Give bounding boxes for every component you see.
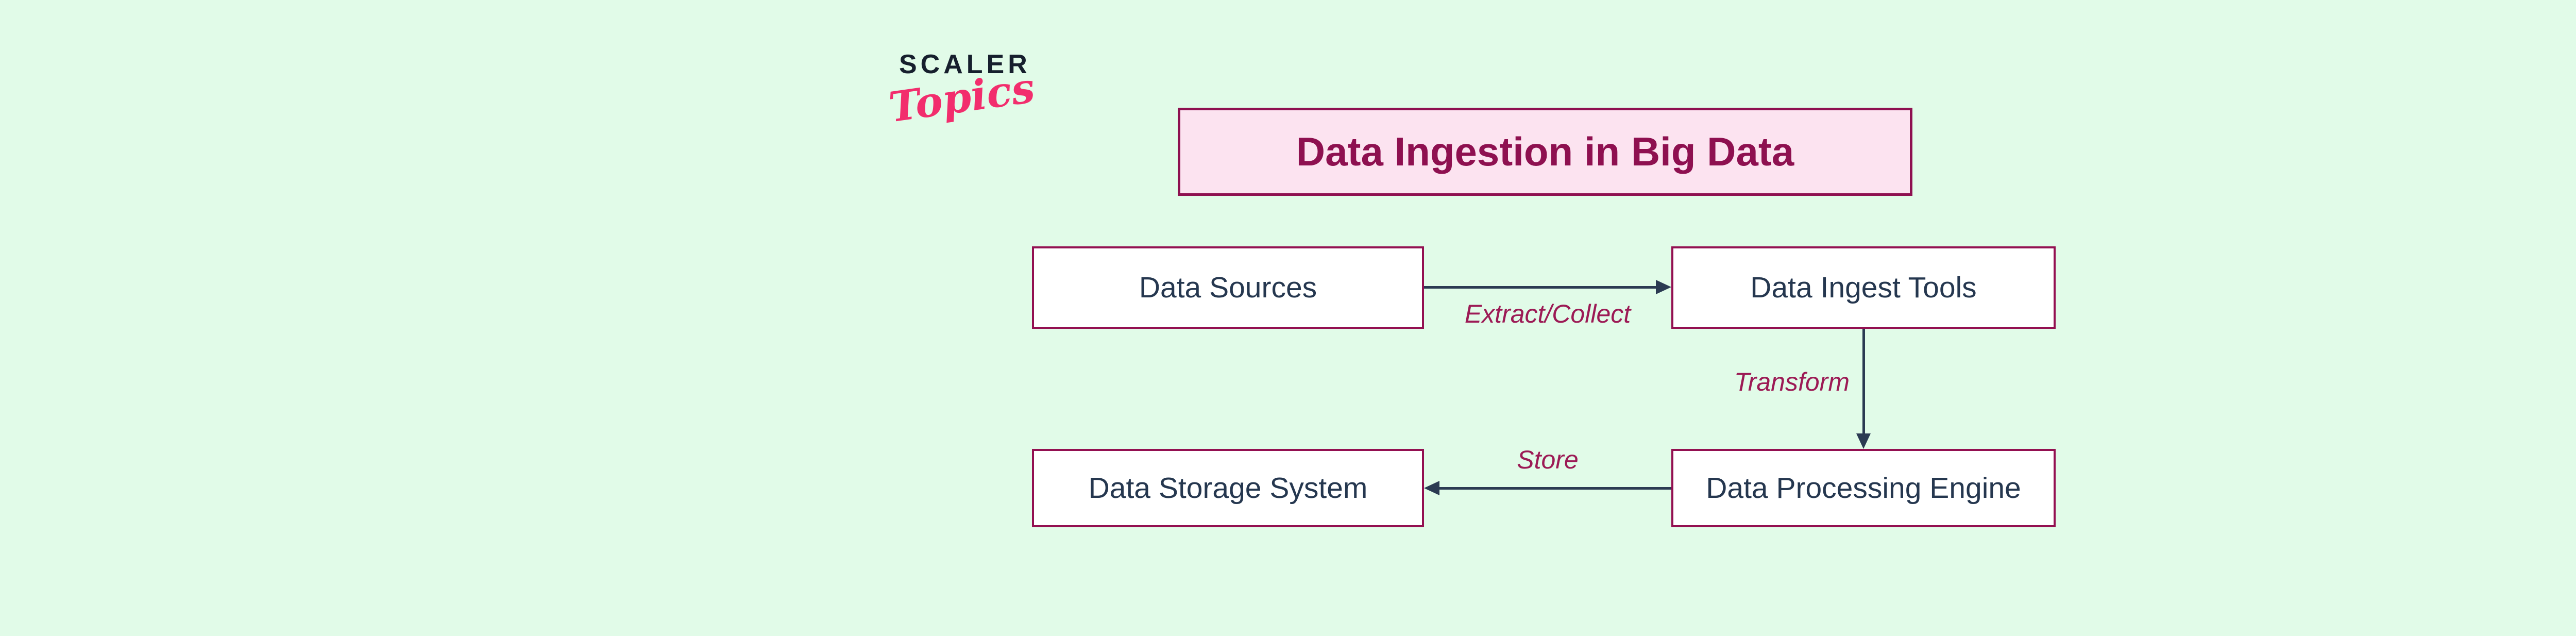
edge-transform-label: Transform bbox=[1734, 367, 1850, 396]
arrow-right-icon bbox=[1656, 280, 1671, 294]
node-data-sources-label: Data Sources bbox=[1139, 271, 1317, 304]
logo-brand-text: SCALER bbox=[899, 49, 1031, 79]
edge-transform-line bbox=[1862, 329, 1865, 433]
arrow-left-icon bbox=[1424, 481, 1439, 495]
edge-store-line bbox=[1439, 487, 1671, 490]
node-data-storage-system-label: Data Storage System bbox=[1088, 472, 1368, 505]
node-data-processing-engine-label: Data Processing Engine bbox=[1706, 472, 2021, 505]
diagram-title: Data Ingestion in Big Data bbox=[1296, 129, 1794, 174]
scaler-topics-logo: SCALER Topics bbox=[886, 46, 1043, 149]
node-data-ingest-tools: Data Ingest Tools bbox=[1671, 246, 2056, 329]
node-data-processing-engine: Data Processing Engine bbox=[1671, 449, 2056, 527]
node-data-storage-system: Data Storage System bbox=[1032, 449, 1424, 527]
edge-store-label: Store bbox=[1517, 445, 1579, 474]
edge-extract-collect-line bbox=[1424, 286, 1656, 289]
node-data-sources: Data Sources bbox=[1032, 246, 1424, 329]
node-data-ingest-tools-label: Data Ingest Tools bbox=[1750, 271, 1977, 304]
arrow-down-icon bbox=[1856, 433, 1871, 449]
edge-extract-collect-label: Extract/Collect bbox=[1464, 299, 1631, 328]
diagram-title-box: Data Ingestion in Big Data bbox=[1178, 108, 1912, 196]
